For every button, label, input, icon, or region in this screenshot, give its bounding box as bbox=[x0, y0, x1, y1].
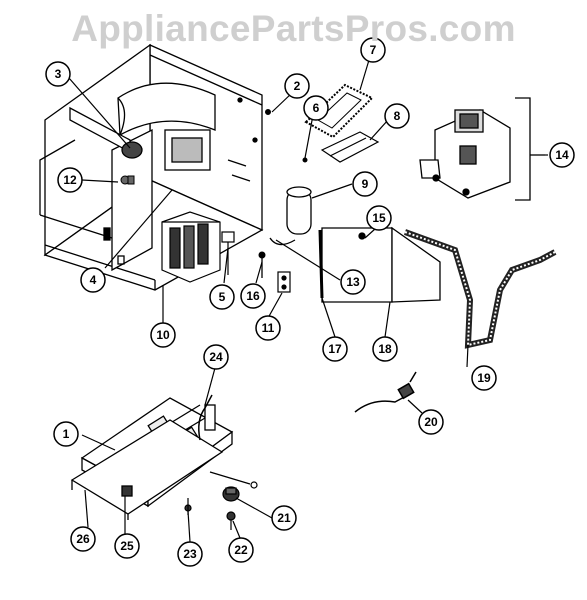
callout-6-label: 6 bbox=[313, 101, 320, 115]
callout-6: 6 bbox=[303, 95, 329, 121]
part-9-capacitor bbox=[286, 186, 312, 235]
part-20-wire bbox=[354, 371, 417, 413]
leader-lines bbox=[61, 49, 548, 543]
callout-15-label: 15 bbox=[372, 211, 386, 225]
callout-15: 15 bbox=[366, 205, 392, 231]
callout-11: 11 bbox=[255, 315, 281, 341]
part-13-clamp bbox=[269, 237, 296, 246]
callout-18-label: 18 bbox=[378, 342, 392, 356]
callout-16-label: 16 bbox=[246, 289, 260, 303]
callout-1-label: 1 bbox=[63, 427, 70, 441]
part-18-panel bbox=[321, 226, 441, 303]
callout-26: 26 bbox=[70, 526, 96, 552]
part-2-screw bbox=[265, 109, 271, 115]
part-14-bracket bbox=[515, 97, 545, 201]
part-6-screw bbox=[302, 157, 308, 163]
callout-1: 1 bbox=[53, 421, 79, 447]
callout-12: 12 bbox=[57, 167, 83, 193]
part-8-cover bbox=[320, 131, 380, 163]
callout-8: 8 bbox=[384, 103, 410, 129]
part-10-transformer bbox=[161, 211, 221, 283]
part-16-screw bbox=[258, 251, 266, 278]
callout-3-label: 3 bbox=[55, 67, 62, 81]
callout-19-label: 19 bbox=[477, 371, 491, 385]
part-5-connector bbox=[221, 231, 235, 275]
callout-3: 3 bbox=[45, 61, 71, 87]
callout-8-label: 8 bbox=[394, 109, 401, 123]
part-12-fitting bbox=[120, 175, 135, 185]
callout-4: 4 bbox=[80, 267, 106, 293]
callout-18: 18 bbox=[372, 336, 398, 362]
part-14-fan-motor bbox=[419, 109, 511, 199]
callout-25-label: 25 bbox=[120, 539, 134, 553]
part-7-gasket bbox=[304, 83, 374, 139]
part-11-bracket bbox=[277, 271, 291, 293]
callout-25: 25 bbox=[114, 533, 140, 559]
callout-24: 24 bbox=[203, 344, 229, 370]
callout-26-label: 26 bbox=[76, 532, 90, 546]
callout-20-label: 20 bbox=[424, 415, 438, 429]
part-24-wire bbox=[198, 394, 213, 441]
callout-13: 13 bbox=[340, 269, 366, 295]
part-17-strip bbox=[318, 229, 324, 299]
callout-22-label: 22 bbox=[234, 543, 248, 557]
part-19-gasket bbox=[403, 229, 557, 349]
callout-7-label: 7 bbox=[370, 43, 377, 57]
callout-9: 9 bbox=[352, 171, 378, 197]
callout-11-label: 11 bbox=[262, 321, 275, 335]
callout-16: 16 bbox=[240, 283, 266, 309]
site-watermark: AppliancePartsPros.com bbox=[71, 8, 516, 49]
cabinet-assembly bbox=[39, 43, 264, 291]
callout-14: 14 bbox=[549, 142, 575, 168]
part-22-screw bbox=[226, 511, 236, 530]
callout-22: 22 bbox=[228, 537, 254, 563]
callout-14-label: 14 bbox=[555, 148, 569, 162]
callout-21-label: 21 bbox=[277, 511, 291, 525]
callout-23-label: 23 bbox=[183, 547, 197, 561]
callout-13-label: 13 bbox=[346, 275, 360, 289]
callout-20: 20 bbox=[418, 409, 444, 435]
callout-5: 5 bbox=[209, 284, 235, 310]
part-21-bolt bbox=[209, 471, 258, 489]
callout-9-label: 9 bbox=[362, 177, 369, 191]
callout-4-label: 4 bbox=[90, 273, 97, 287]
callout-5-label: 5 bbox=[219, 290, 226, 304]
callout-24-label: 24 bbox=[209, 350, 223, 364]
part-26-lower-tray bbox=[70, 419, 224, 520]
callout-7: 7 bbox=[360, 37, 386, 63]
callout-10-label: 10 bbox=[156, 328, 170, 342]
callout-17: 17 bbox=[322, 336, 348, 362]
callout-10: 10 bbox=[150, 322, 176, 348]
callout-21: 21 bbox=[271, 505, 297, 531]
callout-19: 19 bbox=[471, 365, 497, 391]
callout-12-label: 12 bbox=[63, 173, 77, 187]
part-21-knob bbox=[222, 486, 240, 502]
callout-23: 23 bbox=[177, 541, 203, 567]
callout-2-label: 2 bbox=[294, 79, 301, 93]
callout-2: 2 bbox=[284, 73, 310, 99]
callout-17-label: 17 bbox=[328, 342, 342, 356]
